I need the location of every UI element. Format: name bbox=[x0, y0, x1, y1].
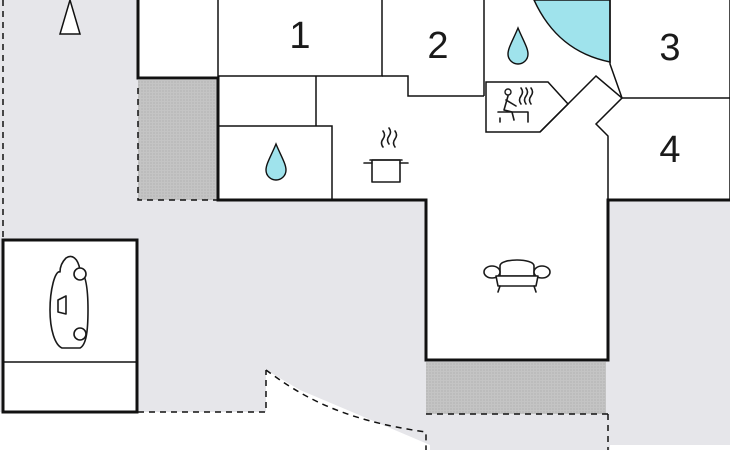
terrace-left bbox=[138, 80, 218, 200]
sofa-icon bbox=[483, 259, 551, 293]
room-label-4: 4 bbox=[659, 129, 680, 171]
walls bbox=[136, 0, 730, 362]
sauna-icon bbox=[497, 87, 534, 123]
room-label-1: 1 bbox=[289, 15, 310, 57]
cooking-pot-icon bbox=[363, 127, 409, 183]
north-arrow-icon bbox=[58, 0, 82, 35]
room-label-2: 2 bbox=[427, 25, 448, 67]
water-drop-icon bbox=[265, 142, 287, 181]
terrace-bottom bbox=[426, 362, 606, 414]
dashed-boundaries bbox=[2, 0, 609, 450]
room-label-3: 3 bbox=[659, 27, 680, 69]
car-icon bbox=[49, 255, 89, 349]
water-drop-icon bbox=[507, 26, 529, 65]
